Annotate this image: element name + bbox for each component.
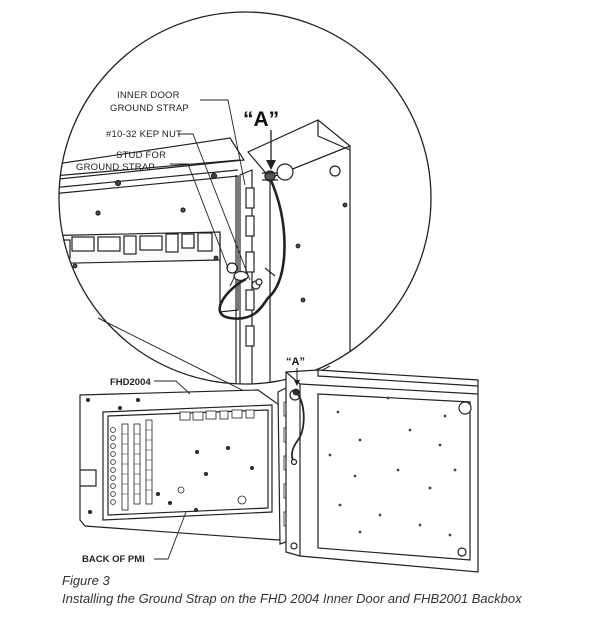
callout-a-large: “A” [243, 108, 279, 131]
figure-number: Figure 3 [62, 573, 110, 588]
zoom-leaders [170, 99, 276, 287]
callout-a-small: “A” [286, 356, 305, 368]
inner-door-label-line2: GROUND STRAP [110, 103, 189, 114]
stud-label-line2: GROUND STRAP [76, 162, 155, 173]
kep-nut-label: #10-32 KEP NUT [106, 129, 182, 140]
back-of-pmi-label: BACK OF PMI [82, 554, 145, 565]
stud-label-line1: STUD FOR [116, 150, 166, 161]
inner-door-label-line1: INNER DOOR [117, 90, 180, 101]
main-leaders [154, 380, 191, 560]
zoom-detail [58, 11, 432, 385]
figure-caption: Installing the Ground Strap on the FHD 2… [62, 591, 522, 606]
fhd2004-label: FHD2004 [110, 377, 151, 388]
main-assembly [79, 368, 479, 573]
